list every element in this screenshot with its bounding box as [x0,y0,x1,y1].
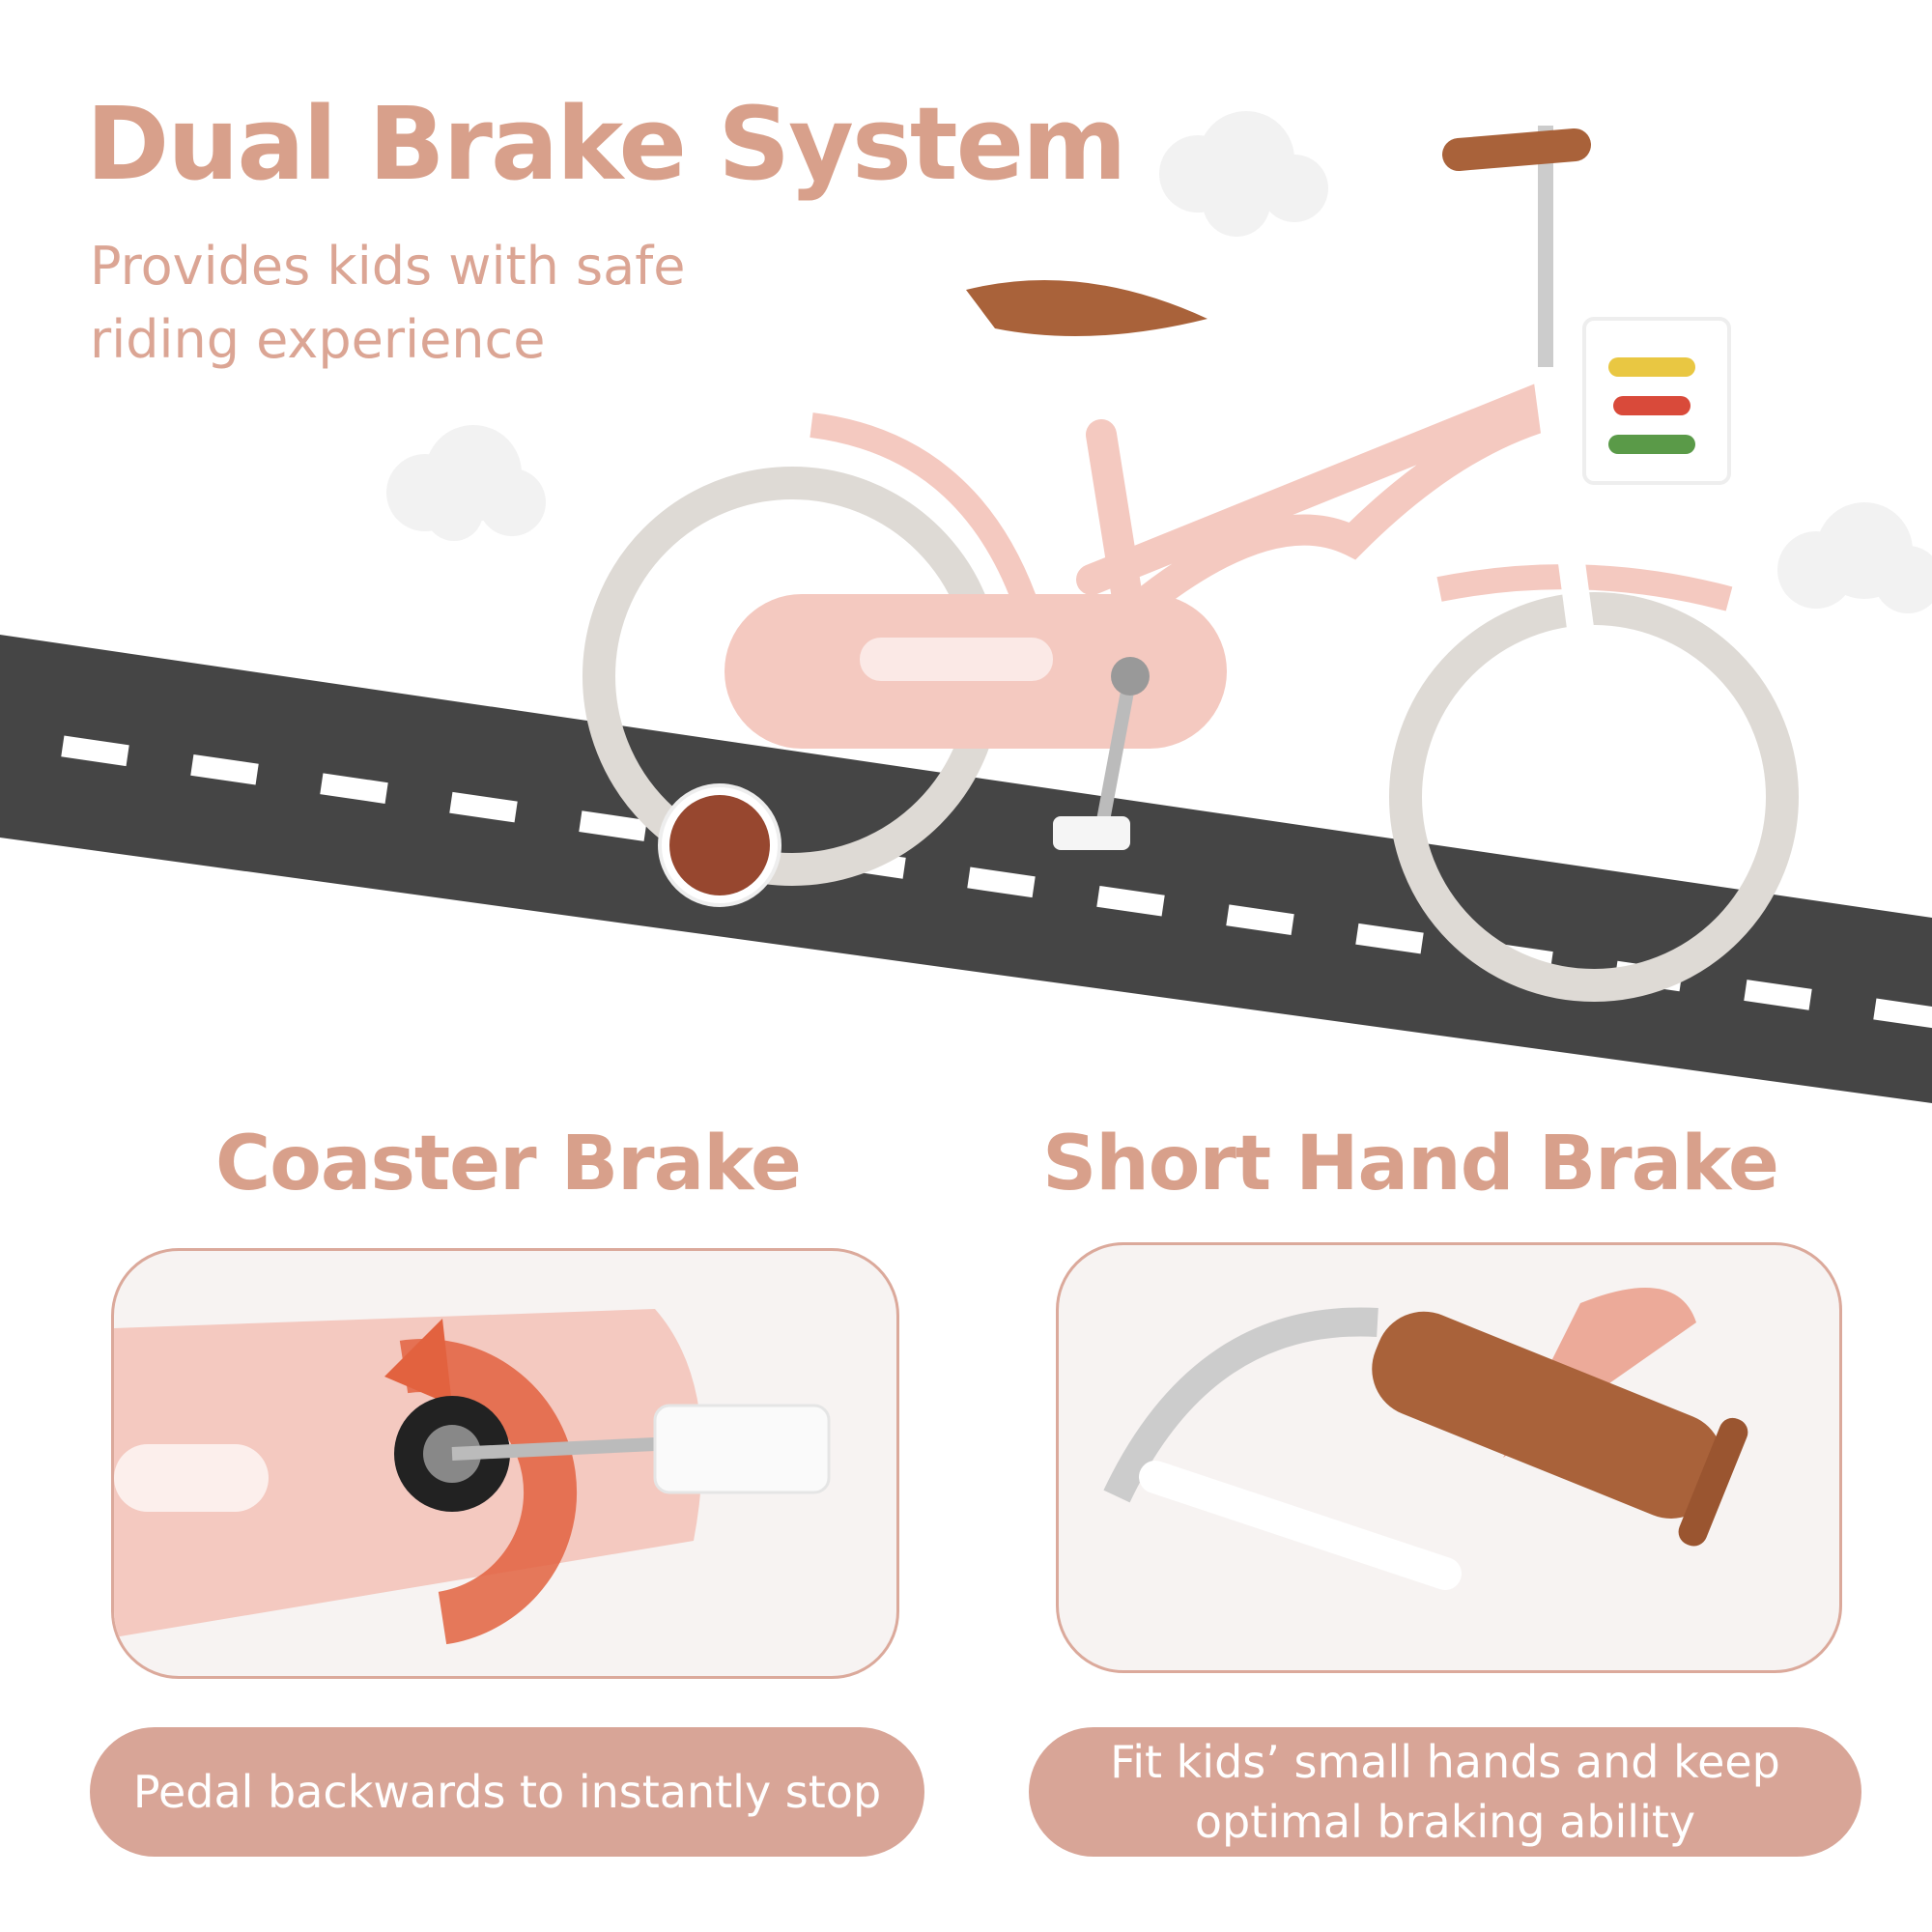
backward-arrow-icon [399,1338,578,1645]
caption-text: optimal braking ability [1194,1796,1696,1848]
road-dash [449,791,518,823]
hand-brake-caption: Fit kids’ small hands and keep optimal b… [1029,1727,1861,1857]
coaster-brake-heading: Coaster Brake [215,1121,802,1208]
road-dash [967,867,1036,898]
road-dash [1744,980,1812,1010]
subtitle-line: Provides kids with safe [90,236,686,297]
front-wheel [1389,592,1799,1002]
handlebar-grip [1442,128,1591,171]
page-subtitle: Provides kids with safe riding experienc… [90,230,863,377]
road-dash [320,773,388,804]
pedal [653,1404,831,1494]
grip [1372,1311,1723,1519]
brake-lever [1139,1461,1462,1590]
coaster-brake-caption: Pedal backwards to instantly stop [90,1727,924,1857]
caption-text: Pedal backwards to instantly stop [132,1766,882,1818]
subtitle-line: riding experience [90,309,546,370]
seat [966,280,1208,336]
hand-brake-image [1056,1242,1842,1673]
road-dash [1096,885,1165,917]
page-title: Dual Brake System [86,85,1126,203]
cloud-icon [1777,502,1932,613]
road-dash [1873,998,1932,1030]
road [0,635,1932,1103]
hand-brake-heading: Short Hand Brake [1042,1121,1779,1208]
road-dash [1226,904,1294,935]
coaster-brake-image [111,1248,899,1679]
cloud-icon [386,425,546,541]
road-dash [190,753,259,785]
road-dash [579,810,647,841]
bike-illustration [582,126,1799,1002]
training-wheel [669,795,770,895]
cloud-icon [1159,111,1328,237]
road-dash [61,735,129,767]
road-dash [1355,923,1424,954]
caption-text: Fit kids’ small hands and keep [1110,1736,1780,1788]
